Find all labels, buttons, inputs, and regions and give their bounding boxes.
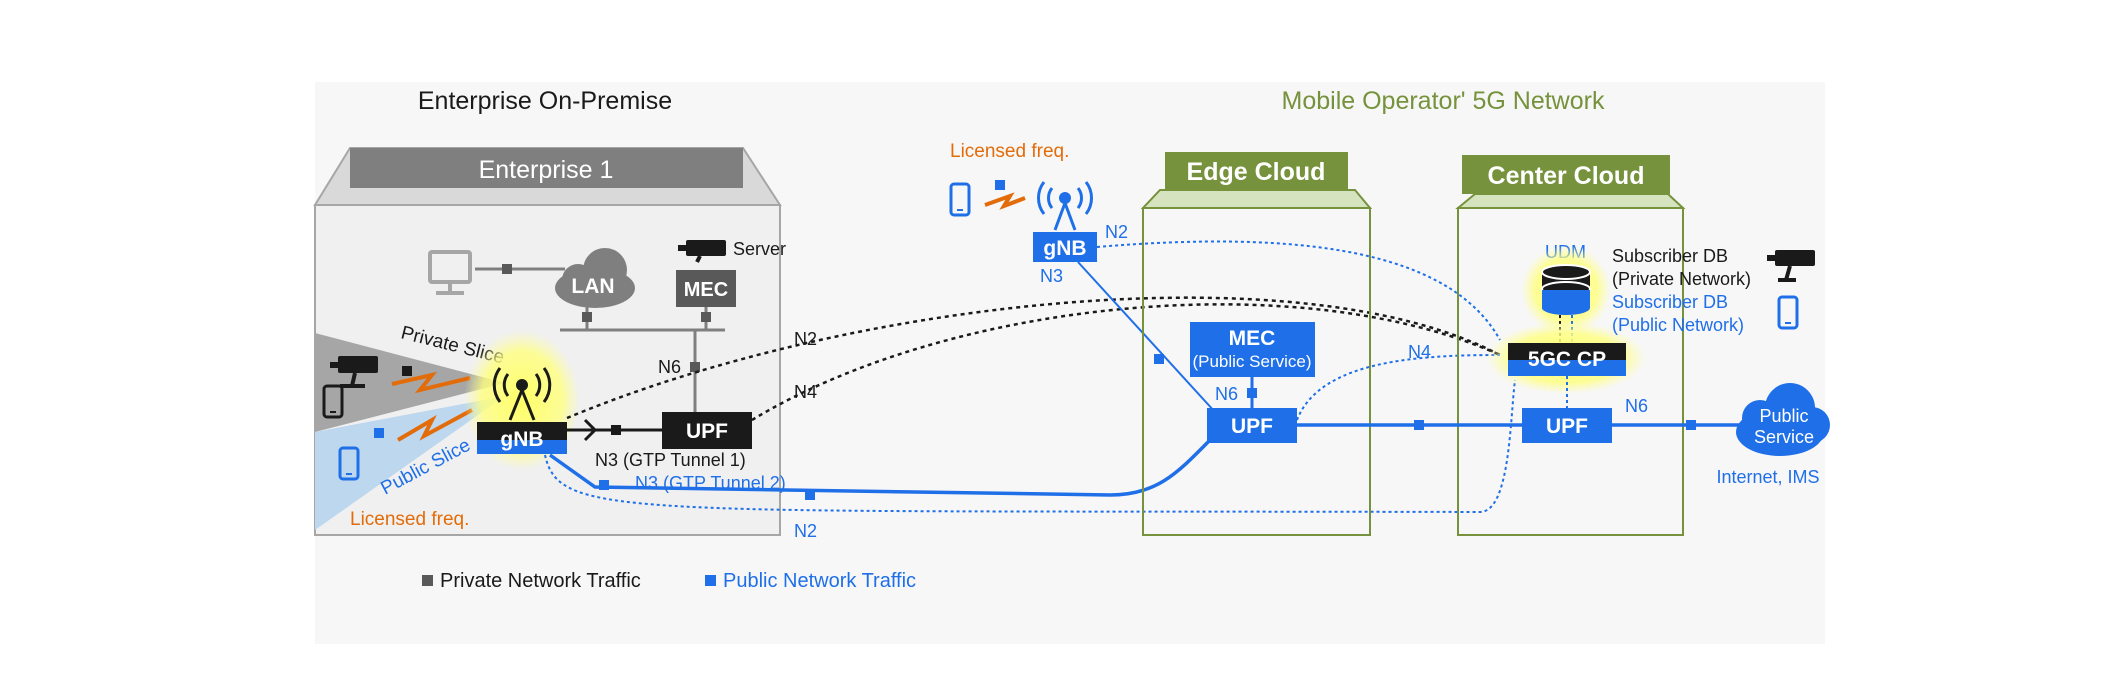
radio-wave-private-icon [391,371,471,394]
edge-mec-box [1190,322,1315,377]
legend-private-label: Private Network Traffic [440,570,641,592]
n2-private-link [566,296,1501,420]
center-cloud-title: Center Cloud [1488,162,1645,190]
cctv-camera-icon [330,356,378,388]
center-cloud-building [1455,155,1686,536]
n2-public-link [544,379,1516,514]
public-service-cloud-icon [1736,383,1830,456]
n3-tunnel2-marker-2 [805,490,815,500]
remote-n3-label: N3 [1040,266,1063,286]
enterprise-gnb-box [477,422,567,454]
lan-drop-marker [582,312,592,322]
public-service-line2: Service [1754,427,1814,447]
subscriber-smartphone-icon [1777,295,1799,330]
n4-private-link [751,303,1501,422]
lan-label: LAN [571,275,614,298]
n3-tunnel1-marker [611,425,621,435]
n2-bottom-label: N2 [794,521,817,541]
edge-cloud-building [1140,152,1373,536]
center-cp-label: 5GC CP [1528,348,1606,371]
remote-n3-link [1077,261,1216,413]
private-traffic-marker-icon [402,366,412,376]
smartphone-icon [322,384,344,419]
public-slice-wedge [315,396,505,530]
remote-smartphone-icon [949,182,971,217]
n3-tunnel1-label: N3 (GTP Tunnel 1) [595,450,746,470]
n3-tunnel2-marker-1 [599,480,609,490]
edge-n6-marker [1247,388,1257,398]
legend-private-swatch [422,575,433,586]
center-cp-box [1508,343,1626,376]
public-service-caption: Internet, IMS [1716,467,1819,487]
remote-n3-marker [1154,354,1164,364]
enterprise-name: Enterprise 1 [479,156,614,184]
operator-title: Mobile Operator' 5G Network [1282,87,1605,115]
edge-n4-link [1296,354,1501,421]
public-service-line1: Public [1759,406,1808,426]
enterprise-title: Enterprise On-Premise [418,87,672,115]
enterprise-upf-label: UPF [686,420,728,443]
remote-traffic-marker [995,180,1005,190]
n6-local-label: N6 [658,357,681,377]
n6-marker [690,362,700,372]
enterprise-mec-box [676,270,736,307]
edge-cloud-title: Edge Cloud [1187,158,1326,186]
legend-public-swatch [705,575,716,586]
center-upf-label: UPF [1546,415,1588,438]
edge-mec-sub: (Public Service) [1192,352,1311,371]
server-label: Server [733,239,786,259]
remote-licensed-freq-label: Licensed freq. [950,141,1069,162]
smartphone-public-icon [338,446,360,481]
public-traffic-marker-icon [374,428,384,438]
remote-antenna-icon [1037,181,1093,231]
subscriber-public-line1: Subscriber DB [1612,292,1728,312]
remote-n2-link [1096,240,1501,341]
center-n6-marker [1686,420,1696,430]
subscriber-private-line1: Subscriber DB [1612,246,1728,266]
subscriber-cctv-icon [1767,250,1815,282]
remote-gnb-box [1033,232,1097,262]
edge-mec-title: MEC [1229,327,1276,350]
n3-tunnel2-label: N3 (GTP Tunnel 2) [635,473,786,493]
lan-link-marker [502,264,512,274]
n3-tunnel2-link [548,433,1217,497]
database-icon [1541,264,1591,315]
licensed-freq-label: Licensed freq. [350,509,469,530]
subscriber-public-line2: (Public Network) [1612,315,1744,335]
n2-top-label: N2 [794,329,817,349]
lan-cloud-icon [555,248,635,308]
legend-public-label: Public Network Traffic [723,570,916,592]
antenna-tower-icon [492,367,552,421]
center-n6-label: N6 [1625,396,1648,416]
enterprise-upf-box [662,412,752,449]
remote-gnb-label: gNB [1043,237,1086,260]
center-upf-box [1522,408,1612,443]
edge-n4-label: N4 [1408,342,1431,362]
edge-upf-label: UPF [1231,415,1273,438]
edge-upf-box [1207,408,1297,443]
n4-top-label: N4 [794,382,817,402]
n3-tunnel1-arrow-icon [583,418,598,442]
server-cctv-icon [678,240,726,263]
subscriber-private-line2: (Private Network) [1612,269,1751,289]
radio-wave-public-icon [396,408,473,442]
remote-radio-wave-icon [984,192,1026,210]
enterprise-mec-label: MEC [684,279,728,301]
mec-drop-marker [701,312,711,322]
computer-icon [428,250,472,295]
edge-n6-label: N6 [1215,384,1238,404]
edge-to-center-marker [1414,420,1424,430]
enterprise-gnb-label: gNB [500,428,543,451]
remote-n2-label: N2 [1105,222,1128,242]
